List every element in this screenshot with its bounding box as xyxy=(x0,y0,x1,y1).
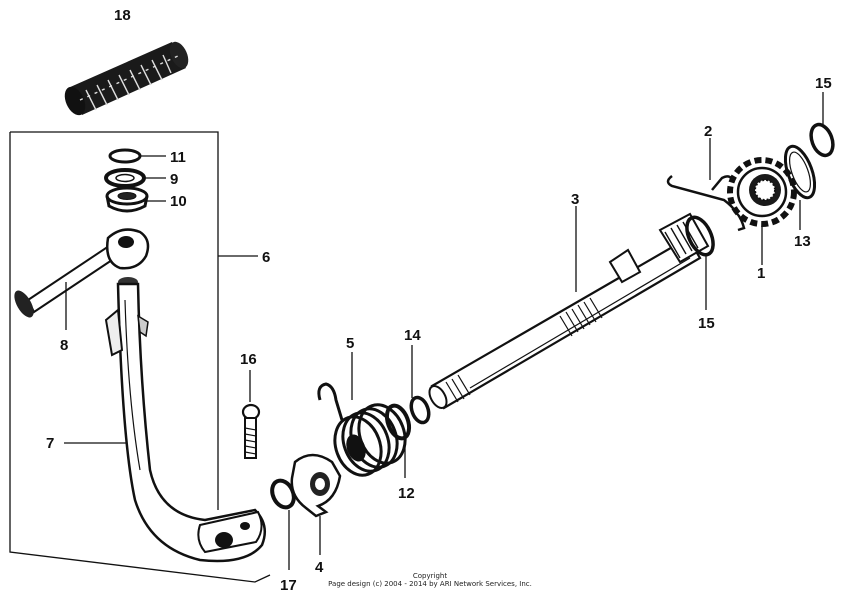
callout-14: 14 xyxy=(404,327,421,344)
callout-16: 16 xyxy=(240,351,257,368)
callout-13: 13 xyxy=(794,233,811,250)
part-18-kick-rubber xyxy=(64,41,189,116)
part-15-snap-ring-lower xyxy=(685,215,715,310)
part-16-bolt xyxy=(241,370,261,459)
callout-10: 10 xyxy=(170,193,187,210)
part-13-washer xyxy=(783,144,817,230)
callout-8: 8 xyxy=(60,337,68,354)
callout-3: 3 xyxy=(571,191,579,208)
callout-9: 9 xyxy=(170,171,178,188)
part-11-circlip xyxy=(108,148,166,164)
part-5-kick-spring xyxy=(317,352,407,477)
part-7-kick-arm xyxy=(64,277,267,563)
part-9-washer xyxy=(104,168,166,188)
callout-15-lower: 15 xyxy=(698,315,715,332)
callout-11: 11 xyxy=(170,149,186,166)
part-10-seal xyxy=(105,186,166,213)
callout-7: 7 xyxy=(46,435,54,452)
callout-6: 6 xyxy=(262,249,270,266)
part-1-kick-gear xyxy=(727,157,797,265)
part-4-ratchet xyxy=(290,453,342,555)
part-6-bracket-lines xyxy=(9,131,271,583)
callout-1: 1 xyxy=(757,265,765,282)
part-15-snap-ring-upper xyxy=(809,92,835,158)
copyright-notice: Copyright Page design (c) 2004 - 2014 by… xyxy=(250,572,610,588)
callout-5: 5 xyxy=(346,335,354,352)
copyright-line-2: Page design (c) 2004 - 2014 by ARI Netwo… xyxy=(328,580,532,588)
copyright-line-1: Copyright xyxy=(412,572,448,580)
callout-15-upper: 15 xyxy=(815,75,832,92)
callout-12: 12 xyxy=(398,485,415,502)
callout-4: 4 xyxy=(315,559,324,576)
part-8-kick-peg xyxy=(14,228,150,330)
callout-2: 2 xyxy=(704,123,712,140)
part-14-snap-ring xyxy=(409,345,431,425)
callout-17: 17 xyxy=(280,577,297,594)
callout-18: 18 xyxy=(114,7,131,24)
part-3-kick-spindle xyxy=(428,206,710,410)
part-12-washer xyxy=(384,403,412,478)
